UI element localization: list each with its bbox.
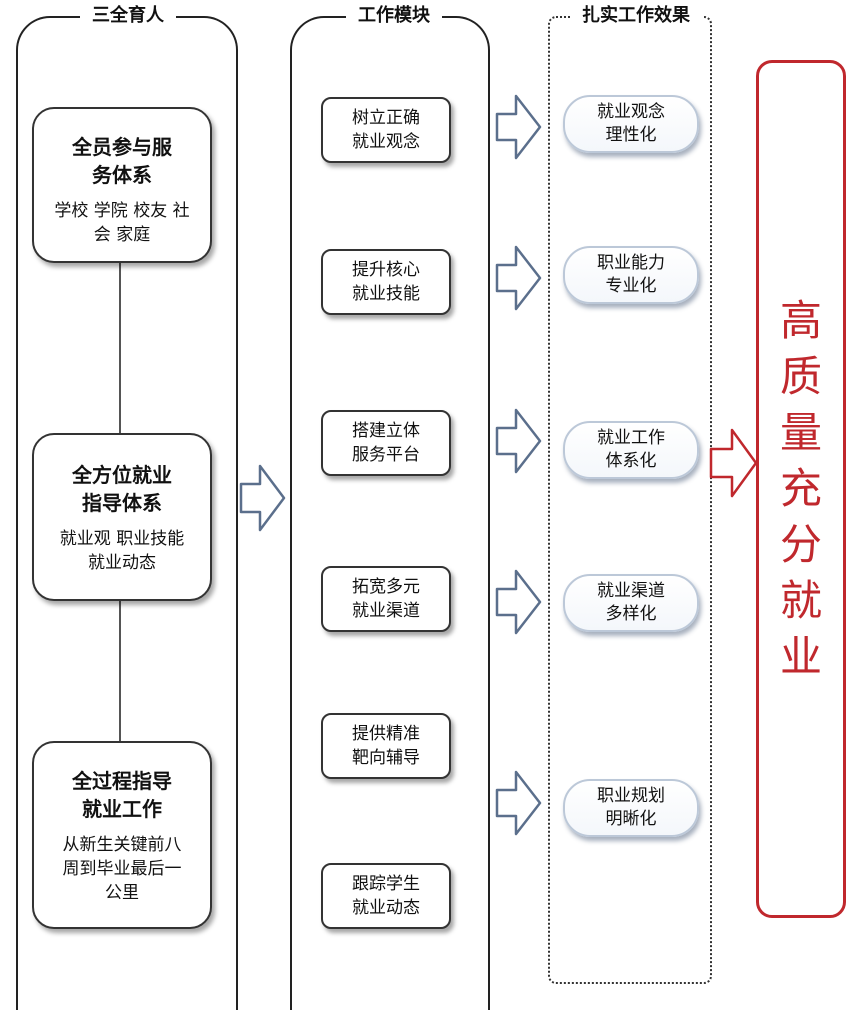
module-label: 树立正确 就业观念 <box>352 108 420 152</box>
effect-label: 就业渠道 多样化 <box>597 581 665 624</box>
effect-box: 职业规划 明晰化 <box>563 779 699 837</box>
right-arrow-icon <box>495 569 542 635</box>
pillar-title: 全员参与服务体系 <box>72 135 172 187</box>
right-arrow-icon <box>495 245 542 311</box>
effect-label: 就业工作 体系化 <box>597 428 665 471</box>
column-title-modules: 工作模块 <box>346 3 442 29</box>
pillar-all-staff: 全员参与服务体系 学校 学院 校友 社会 家庭 <box>32 107 212 263</box>
module-box: 提升核心 就业技能 <box>321 249 451 315</box>
module-label: 搭建立体 服务平台 <box>352 421 420 465</box>
right-arrow-icon <box>495 94 542 160</box>
module-box: 提供精准 靶向辅导 <box>321 713 451 779</box>
module-label: 提升核心 就业技能 <box>352 260 420 304</box>
column-title-effects: 扎实工作效果 <box>570 3 702 29</box>
column-frame-modules <box>290 16 490 1010</box>
connector-line <box>119 594 121 742</box>
effect-box: 就业观念 理性化 <box>563 95 699 153</box>
right-arrow-icon-red <box>709 428 758 498</box>
effect-box: 就业渠道 多样化 <box>563 574 699 632</box>
module-label: 跟踪学生 就业动态 <box>352 874 420 918</box>
pillar-all-round: 全方位就业指导体系 就业观 职业技能 就业动态 <box>32 433 212 601</box>
module-box: 树立正确 就业观念 <box>321 97 451 163</box>
right-arrow-icon <box>495 408 542 474</box>
right-arrow-icon <box>239 464 286 532</box>
right-arrow-icon <box>495 770 542 836</box>
connector-line <box>119 260 121 435</box>
effect-box: 职业能力 专业化 <box>563 246 699 304</box>
pillar-whole-process: 全过程指导就业工作 从新生关键前八周到毕业最后一公里 <box>32 741 212 929</box>
module-box: 搭建立体 服务平台 <box>321 410 451 476</box>
pillar-title: 全过程指导就业工作 <box>72 769 172 821</box>
module-box: 跟踪学生 就业动态 <box>321 863 451 929</box>
effect-box: 就业工作 体系化 <box>563 421 699 479</box>
goal-text: 高质量充分就业 <box>779 296 822 681</box>
pillar-detail: 学校 学院 校友 社会 家庭 <box>54 201 190 245</box>
effect-label: 职业能力 专业化 <box>597 253 665 296</box>
effect-label: 就业观念 理性化 <box>597 102 665 145</box>
pillar-title: 全方位就业指导体系 <box>72 463 172 515</box>
module-label: 提供精准 靶向辅导 <box>352 724 420 768</box>
module-box: 拓宽多元 就业渠道 <box>321 566 451 632</box>
pillar-detail: 从新生关键前八周到毕业最后一公里 <box>62 835 182 903</box>
pillar-detail: 就业观 职业技能 就业动态 <box>59 529 185 573</box>
column-frame-effects <box>548 16 712 984</box>
module-label: 拓宽多元 就业渠道 <box>352 577 420 621</box>
goal-box: 高质量充分就业 <box>756 60 846 918</box>
column-title-sanquan: 三全育人 <box>80 3 176 29</box>
effect-label: 职业规划 明晰化 <box>597 786 665 829</box>
